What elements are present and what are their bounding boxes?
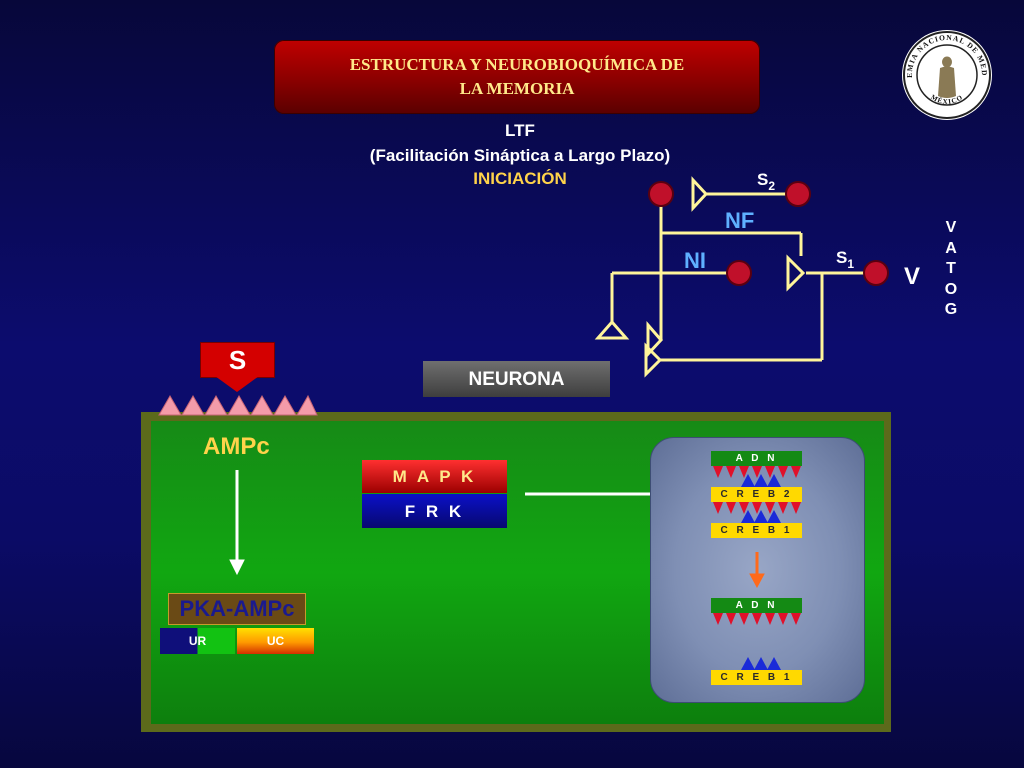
vatog-letter: V [945,219,957,236]
creb2-blue-triangles [741,474,781,487]
down-arrow-icon [229,559,245,576]
nf-label: NF [725,208,754,233]
nf-terminal-icon [646,320,664,358]
receptor-icon [227,395,251,416]
creb2-label: C R E B 2 [711,487,802,502]
neuron-nodes [648,181,889,286]
vatog-letter: O [944,280,958,298]
receptor-icon [273,395,297,416]
subtitle-ltf: LTF [505,121,535,140]
ni-terminal-icon [594,319,630,340]
vatog-letter: T [946,260,956,277]
s1-label: S1 [836,248,854,271]
stimulus-arrow-icon [215,376,259,392]
ni-label: NI [684,248,706,273]
adn-top-red-triangles [713,466,801,478]
vatog-letter: A [945,239,957,257]
subtitle-phase: INICIACIÓN [473,169,567,188]
ni-node-icon [726,260,752,286]
s1-node-icon [863,260,889,286]
title-line-1: ESTRUCTURA Y NEUROBIOQUÍMICA DE [349,55,685,74]
creb1-blue-triangles [741,510,781,523]
academy-seal-logo: ACADEMIA NACIONAL DE MEDICINA MÉXICO [899,23,992,120]
synaptic-circuit-diagram: S2 S1 NF NI V [594,170,920,378]
creb2-red-triangles [713,502,801,514]
vatog-vertical-label: V A T O G [940,218,962,321]
creb1-bottom-blue-triangles [741,657,781,670]
bottom-terminal-icon [644,342,663,378]
vatog-letter: G [944,301,958,318]
ur-subunit: UR [160,628,235,654]
synapse-terminals [594,176,806,378]
circuit-wires [610,192,876,362]
v-label: V [904,263,920,290]
orange-down-arrow-icon [749,552,765,589]
receptor-icon [158,395,182,416]
mapk-box: M A P K [362,460,507,493]
s2-terminal-icon [691,176,709,212]
creb1-top-label: C R E B 1 [711,523,802,538]
s2-label: S2 [757,170,775,193]
receptor-icon [250,395,274,416]
ampc-label: AMPc [203,433,270,460]
title-line-2: LA MEMORIA [459,79,575,98]
s1-terminal-icon [786,254,806,292]
subtitle-description: (Facilitación Sináptica a Largo Plazo) [369,146,671,165]
neuron-node-icon [648,181,674,207]
receptor-icon [296,394,318,416]
membrane-receptors [158,394,318,416]
neurona-label: NEURONA [423,361,610,397]
adn-bottom-label: A D N [711,598,802,613]
receptor-icon [181,395,205,416]
title-banner: ESTRUCTURA Y NEUROBIOQUÍMICA DE LA MEMOR… [274,40,760,114]
adn-top-label: A D N [711,451,802,466]
s2-node-icon [785,181,811,207]
adn-bottom-red-triangles [713,613,801,625]
creb1-bottom-label: C R E B 1 [711,670,802,685]
receptor-icon [204,395,228,416]
frk-box: F R K [362,494,507,528]
uc-subunit: UC [237,628,314,654]
pka-ampc-label: PKA-AMPc [168,593,306,625]
